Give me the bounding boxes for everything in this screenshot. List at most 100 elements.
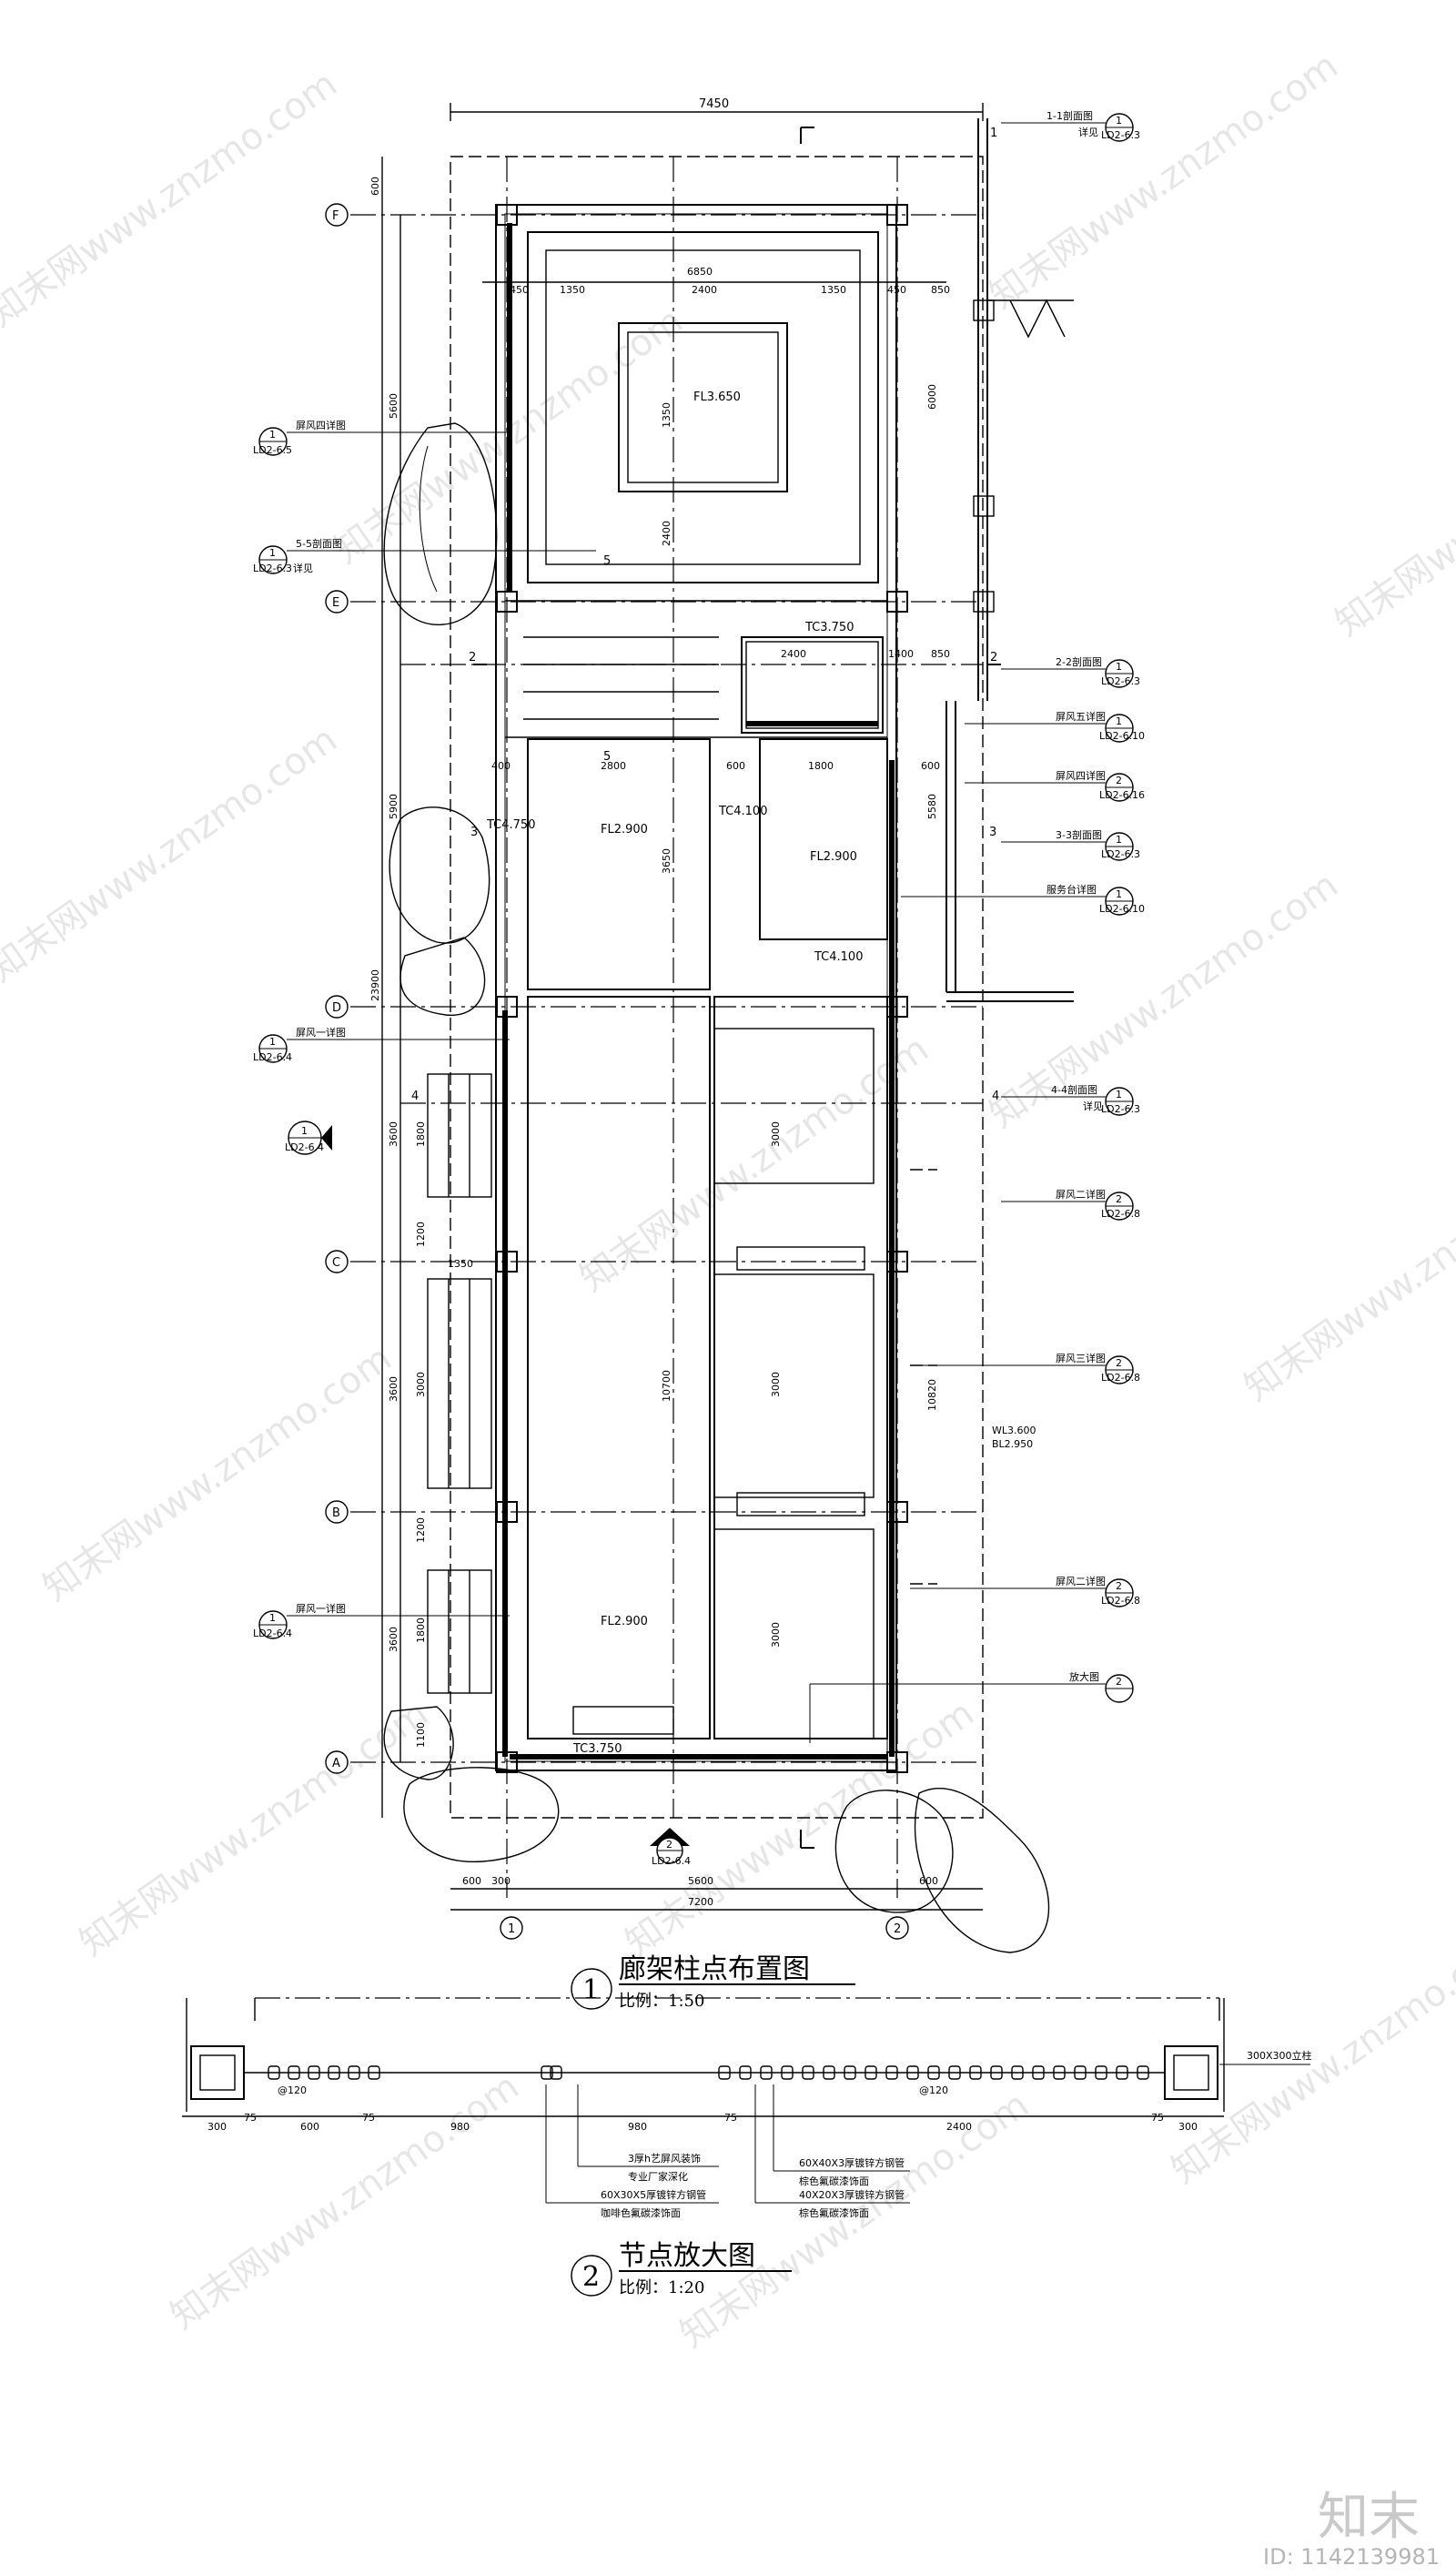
site-logo: 知末 (1318, 2488, 1420, 2547)
slat (550, 2065, 562, 2080)
column-axis-markers: 1 2 (500, 1916, 909, 1940)
section-label: 5 (603, 750, 611, 764)
dim-text: 1200 (415, 1222, 427, 1247)
dim-text: 3000 (770, 1121, 782, 1147)
scale-text: 比例：1:50 (619, 1992, 704, 2011)
callout: 屏风三详图 2 LD2-6.8 (910, 1352, 1140, 1384)
watermark: 知末网www.znzmo.com (1328, 372, 1456, 644)
callout-num: 1 (1116, 661, 1122, 673)
watermark: 知末网www.znzmo.com (672, 2084, 1036, 2356)
elev-tc4100-a: TC4.100 (718, 805, 767, 818)
dim-text: 400 (491, 760, 511, 772)
callout-sub: 详见 (293, 562, 313, 574)
slat (1011, 2065, 1024, 2080)
dim-text: 600 (726, 760, 745, 772)
slat (1095, 2065, 1107, 2080)
note-text: 60X40X3厚镀锌方钢管 (799, 2156, 905, 2169)
dim-text: 600 (921, 760, 940, 772)
watermark: 知末网www.znzmo.com (72, 1692, 435, 1964)
dim-text: 3600 (388, 1627, 399, 1652)
dim-text: 75 (362, 2112, 375, 2124)
dim-text: 980 (628, 2121, 647, 2133)
section-label: 4 (411, 1090, 419, 1103)
slat (1074, 2065, 1087, 2080)
callout: 1 LD2-6.3 5-5剖面图 详见 (253, 537, 596, 574)
dim-text: 2400 (946, 2121, 972, 2133)
callout: 1 LD2-6.4 屏风一详图 (253, 1026, 510, 1063)
dim-text: 3600 (388, 1121, 399, 1147)
axis-2: 2 (894, 1922, 901, 1936)
dim-text: 2400 (661, 521, 672, 546)
callout-code: LD2-6.3 (1101, 1103, 1140, 1115)
skylight (618, 322, 788, 492)
slat (1116, 2065, 1128, 2080)
elev-wl: WL3.600 (992, 1425, 1036, 1436)
axis-D: D (332, 1001, 341, 1015)
dim-text: 1100 (415, 1722, 427, 1748)
dim-text: 2400 (781, 648, 806, 660)
section-label: 2 (469, 651, 476, 664)
elev-tc4750: TC4.750 (486, 818, 535, 832)
axis-1: 1 (508, 1922, 515, 1936)
detail-enlarged: 300 75 600 75 980 980 75 2400 75 300 @12… (182, 1997, 1312, 2297)
watermark: 知末网www.znzmo.com (618, 1692, 981, 1964)
note-text: 3厚h艺屏风装饰 (628, 2152, 701, 2165)
callout-code: LD2-6.4 (253, 1051, 292, 1063)
watermark: 知末网www.znzmo.com (982, 45, 1345, 317)
section-markers: 2 2 3 3 4 4 5 5 1 (411, 127, 1001, 1849)
note-text: 棕色氟碳漆饰面 (799, 2206, 869, 2219)
dim-text: 600 (462, 1875, 481, 1887)
callout-num: 1 (1116, 1089, 1122, 1100)
callout: 2-2剖面图 1 LD2-6.3 (1001, 655, 1140, 688)
dim-text: 6850 (687, 266, 713, 278)
dim-text: 6000 (926, 384, 938, 410)
slat (802, 2065, 814, 2080)
watermark: 知末网www.znzmo.com (163, 2065, 526, 2338)
elev-bl: BL2.950 (992, 1438, 1033, 1450)
dim-text: 3000 (770, 1372, 782, 1397)
slat (348, 2065, 360, 2080)
elev-fl2900-a: FL2.900 (601, 823, 648, 837)
axis-B: B (332, 1506, 340, 1520)
callout-label: 屏风二详图 (1056, 1188, 1106, 1201)
dim-text: 1800 (415, 1121, 427, 1147)
elev-tc3750: TC3.750 (804, 621, 854, 634)
callout-sub: 详见 (1083, 1100, 1103, 1112)
dim-text: 600 (919, 1875, 938, 1887)
callout-label: 屏风一详图 (296, 1602, 346, 1615)
callout-label: 服务台详图 (1046, 883, 1097, 896)
callout-code: LD2-6.3 (253, 563, 292, 574)
note-text: 咖啡色氟碳漆饰面 (601, 2206, 681, 2219)
bottom-dimensions: 600 300 5600 600 7200 (450, 1875, 983, 1911)
left-callouts: 1 LD2-6.5 屏风四详图 1 LD2-6.3 5-5剖面图 详见 1 LD… (253, 419, 596, 1639)
callout-label: 屏风五详图 (1056, 710, 1106, 723)
dim-text: 10700 (661, 1370, 672, 1402)
watermark: 知末网www.znzmo.com (572, 1028, 935, 1300)
marker-num: 2 (666, 1839, 672, 1851)
bench (572, 1706, 674, 1735)
dim-text: 850 (931, 284, 950, 296)
callout-label: 屏风四详图 (1056, 769, 1106, 782)
slat (969, 2065, 982, 2080)
callout: 服务台详图 1 LD2-6.10 (901, 883, 1145, 916)
callout: 屏风二详图 2 LD2-6.8 (910, 1575, 1140, 1607)
callout-code: LD2-6.4 (253, 1628, 292, 1639)
slat (844, 2065, 856, 2080)
image-id: ID: 1142139981 (1263, 2544, 1440, 2570)
callout-num: 1 (269, 1036, 276, 1048)
elev-tc3750-b: TC3.750 (572, 1742, 622, 1756)
dim-text: 1350 (661, 402, 672, 428)
callout-num: 1 (269, 1612, 276, 1624)
callout: 屏风四详图 2 LD2-6.16 (965, 769, 1145, 802)
plan-column-layout: 7450 FL3.650 TC3.750 FL2.900 FL2.900 (253, 97, 1145, 2011)
dim-text: 450 (887, 284, 906, 296)
section-label: 5 (603, 554, 611, 568)
dim-overall: 7450 (699, 97, 729, 111)
callout-code: LD2-6.3 (1101, 848, 1140, 860)
slat (948, 2065, 961, 2080)
pavilion-outline (495, 204, 897, 1771)
slat (328, 2065, 340, 2080)
detail-dimensions: 300 75 600 75 980 980 75 2400 75 300 @12… (207, 2049, 1312, 2133)
callout-num: 1 (1116, 115, 1122, 127)
callout-num: 2 (1116, 1676, 1122, 1688)
